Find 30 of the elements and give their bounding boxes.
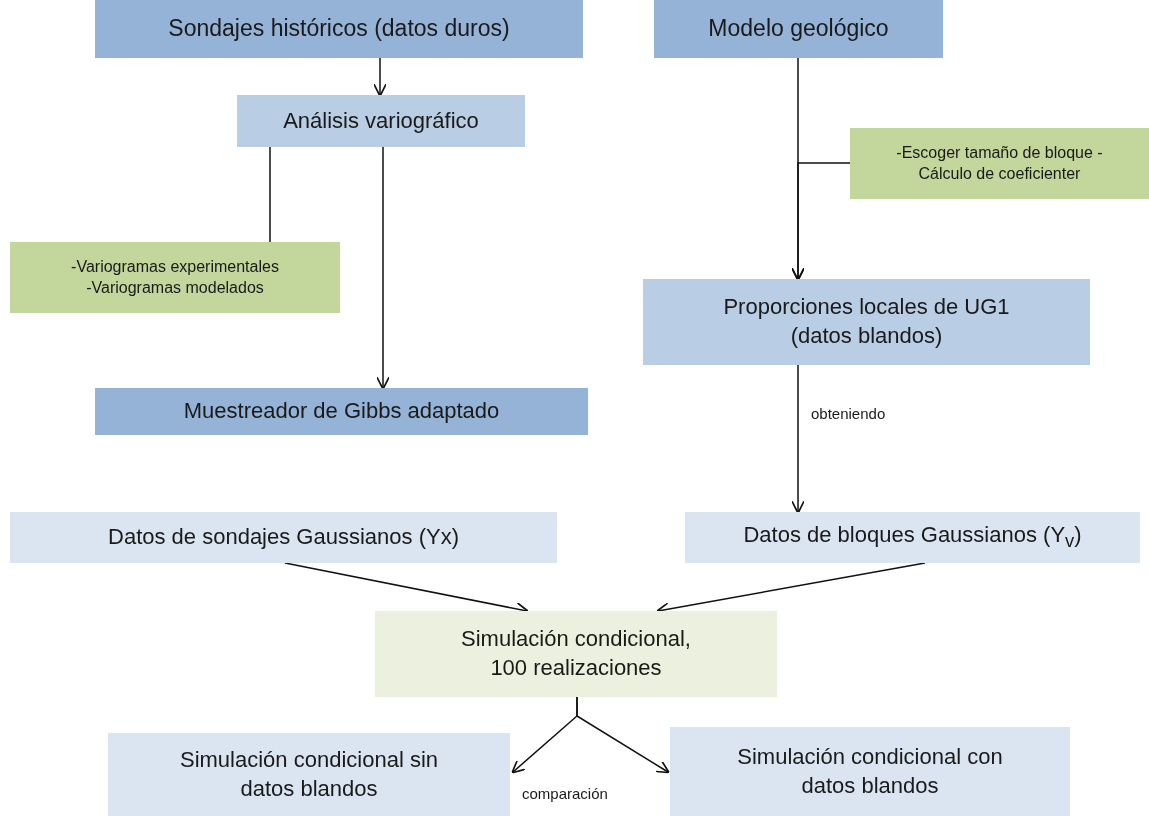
process-box: [108, 733, 510, 816]
box-label: Modelo geológico: [708, 14, 889, 44]
process-box: [654, 0, 943, 58]
note-box: [10, 242, 340, 313]
arrow: [791, 162, 851, 282]
box-label: -Variogramas experimentales -Variogramas modelados: [70, 256, 280, 298]
box-label: Simulación condicional con datos blandos: [736, 742, 1004, 800]
box-label: Simulación condicional sin datos blandos: [179, 745, 439, 803]
process-box: [10, 512, 557, 563]
box-label: Proporciones locales de UG1 (datos blandos): [722, 293, 1011, 350]
arrow: [791, 364, 805, 515]
box-label: Análisis variográfico: [283, 106, 479, 135]
process-box: [670, 727, 1070, 816]
box-label: Datos de sondajes Gaussianos (Yx): [108, 523, 459, 552]
box-label: Sondajes históricos (datos duros): [168, 14, 510, 44]
process-box: [95, 388, 588, 435]
process-box: [237, 95, 525, 147]
arrow: [373, 57, 387, 98]
process-box: [375, 611, 777, 697]
note-box: [850, 128, 1149, 199]
box-label: Datos de bloques Gaussianos (Y$_{v}$): [743, 521, 1082, 554]
box-label: Muestreador de Gibbs adaptado: [183, 397, 500, 426]
process-box: [685, 512, 1140, 563]
box-label: -Escoger tamaño de bloque - Cálculo de coeficienter: [895, 142, 1104, 184]
box-label: Simulación condicional, 100 realizaciones: [460, 625, 692, 682]
process-box: [95, 0, 583, 58]
arrow: [376, 146, 390, 391]
arrow: [576, 696, 670, 774]
connector-line: [269, 146, 271, 243]
process-box: [643, 279, 1090, 365]
